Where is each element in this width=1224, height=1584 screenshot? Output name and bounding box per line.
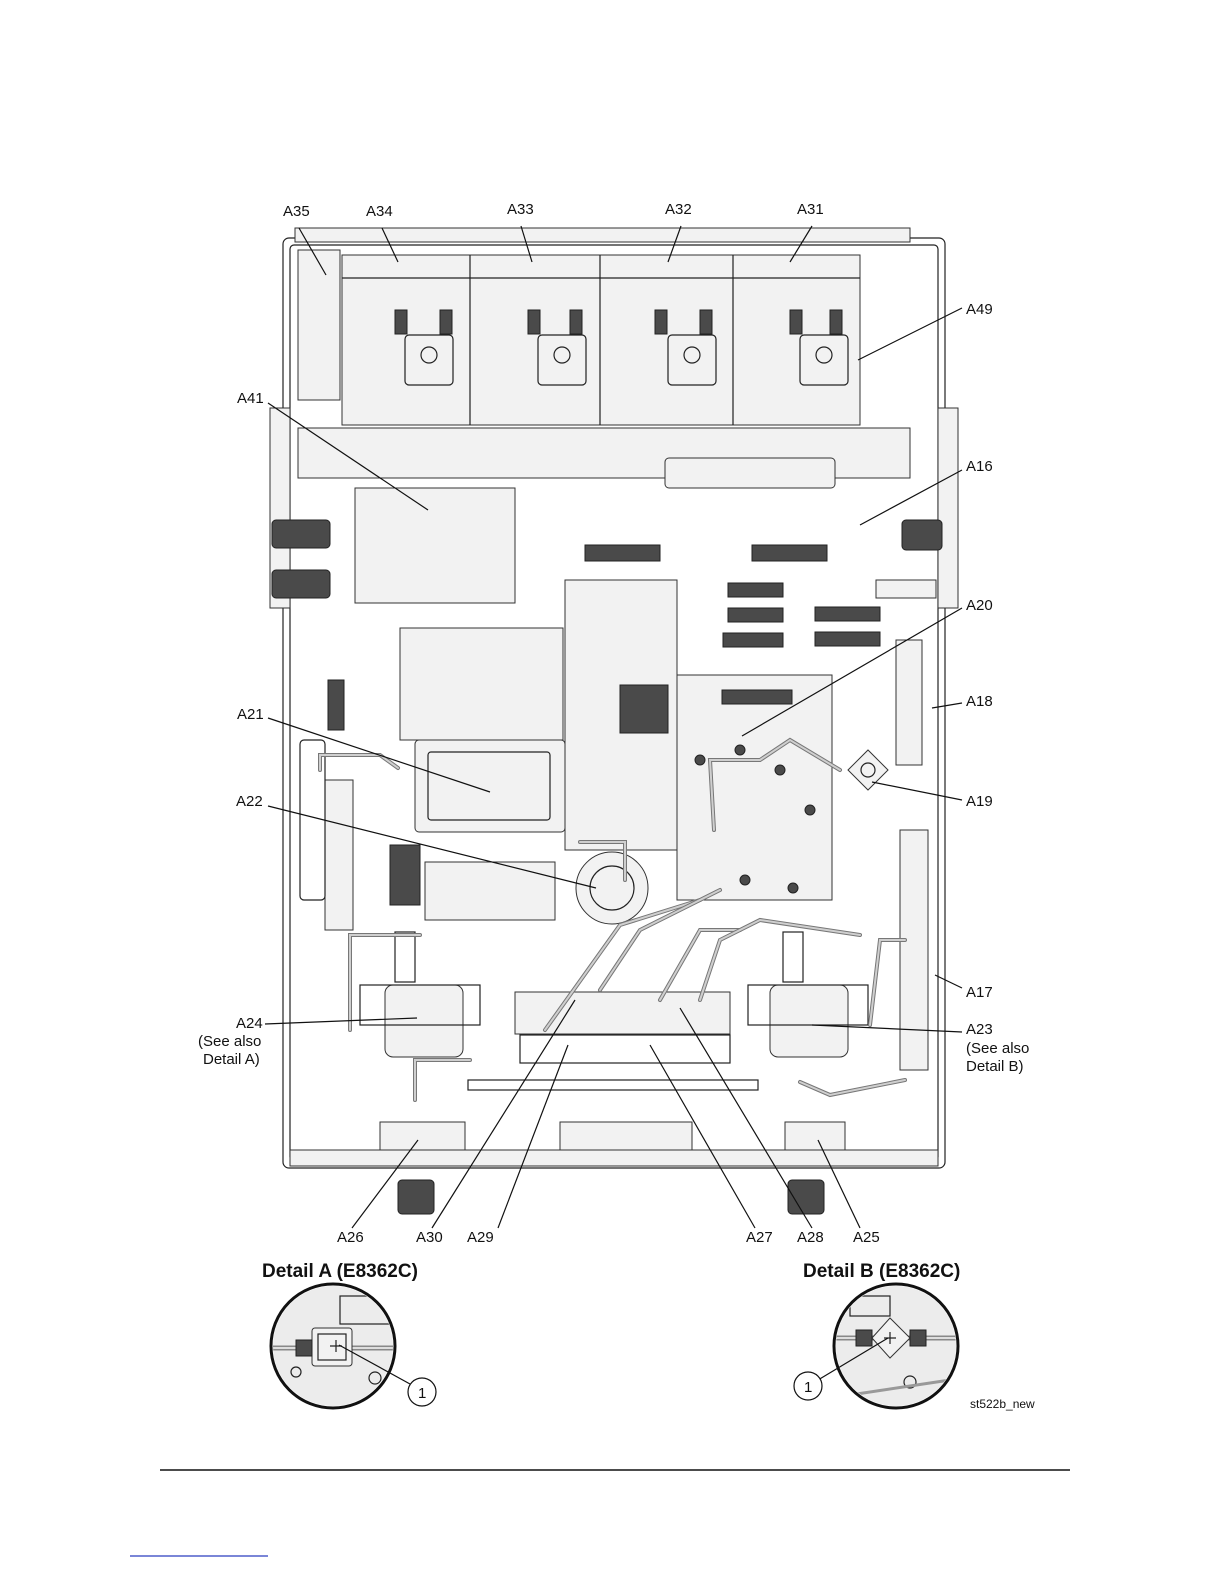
label-a23-note-2: Detail B) [966, 1058, 1024, 1075]
detail-b-item-number: 1 [804, 1379, 812, 1396]
label-a23: A23 [966, 1021, 993, 1038]
label-a29: A29 [467, 1229, 494, 1246]
label-a24-note-2: Detail A) [203, 1051, 260, 1068]
label-a31: A31 [797, 201, 824, 218]
label-a17: A17 [966, 984, 993, 1001]
detail-a: Detail A (E8362C) 1 [262, 1261, 436, 1409]
label-a25: A25 [853, 1229, 880, 1246]
label-a24: A24 [236, 1015, 263, 1032]
label-a30: A30 [416, 1229, 443, 1246]
detail-b: Detail B (E8362C) 1 [794, 1261, 963, 1409]
card-cage [298, 250, 910, 488]
detail-b-title: Detail B (E8362C) [803, 1261, 960, 1282]
label-a27: A27 [746, 1229, 773, 1246]
left-modules [300, 680, 353, 930]
label-a28: A28 [797, 1229, 824, 1246]
lower-modules [360, 932, 868, 1150]
label-a24-note-1: (See also [198, 1033, 261, 1050]
label-a35: A35 [283, 203, 310, 220]
label-a20: A20 [966, 597, 993, 614]
label-a41: A41 [237, 390, 264, 407]
label-a49: A49 [966, 301, 993, 318]
label-a21: A21 [237, 706, 264, 723]
detail-a-title: Detail A (E8362C) [262, 1261, 418, 1282]
label-a23-note-1: (See also [966, 1040, 1029, 1057]
label-a32: A32 [665, 201, 692, 218]
label-a33: A33 [507, 201, 534, 218]
label-a18: A18 [966, 693, 993, 710]
label-a16: A16 [966, 458, 993, 475]
label-a26: A26 [337, 1229, 364, 1246]
detail-a-item-number: 1 [418, 1385, 426, 1402]
label-a19: A19 [966, 793, 993, 810]
figure-id: st522b_new [970, 1397, 1035, 1411]
label-a34: A34 [366, 203, 393, 220]
right-boards [848, 580, 936, 1070]
label-a22: A22 [236, 793, 263, 810]
